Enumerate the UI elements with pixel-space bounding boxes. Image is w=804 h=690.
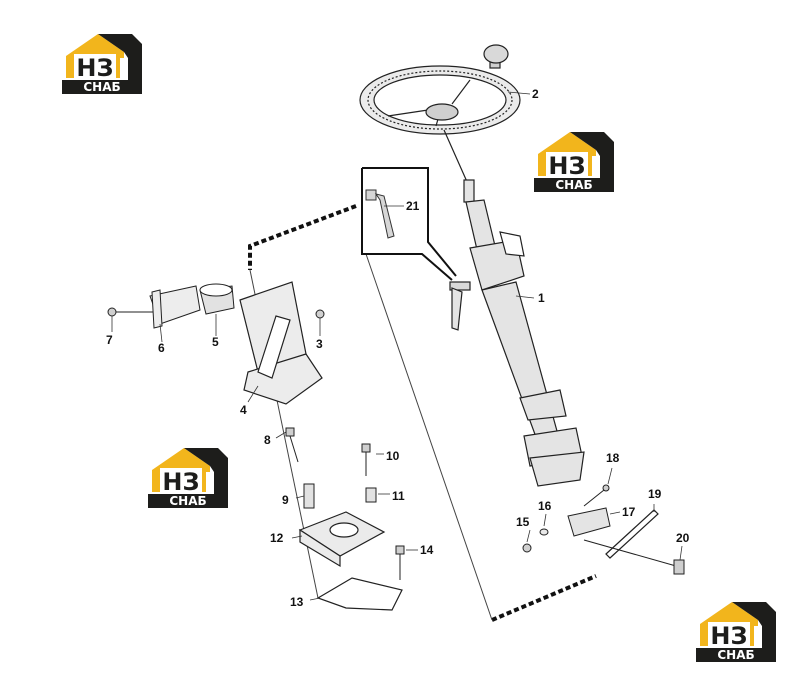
callout-3: 3 [316, 337, 323, 351]
callout-6: 6 [158, 341, 165, 355]
callout-12: 12 [270, 531, 284, 545]
callout-7: 7 [106, 333, 113, 347]
brand-logo-bottom-right: НЗ СНАБ [696, 602, 776, 662]
part-7-bolt [107, 307, 160, 317]
part-18-bolt [583, 484, 610, 507]
svg-text:СНАБ: СНАБ [169, 494, 206, 508]
callout-13: 13 [290, 595, 304, 609]
part-3-nut [315, 309, 325, 319]
callout-15: 15 [516, 515, 530, 529]
part-21-lever-detail [365, 189, 395, 239]
svg-text:НЗ: НЗ [710, 622, 747, 650]
callout-18: 18 [606, 451, 620, 465]
part-12-flange [298, 511, 386, 568]
svg-text:СНАБ: СНАБ [717, 648, 754, 662]
callout-20: 20 [676, 531, 690, 545]
callout-2: 2 [532, 87, 539, 101]
part-6-bracket [149, 285, 201, 329]
part-11-sleeve [365, 487, 377, 503]
brand-logo-center-right: НЗ СНАБ [534, 132, 614, 192]
callout-21: 21 [406, 199, 420, 213]
callout-4: 4 [240, 403, 247, 417]
part-4-mounting-bracket [239, 281, 323, 405]
part-1-steering-column [449, 179, 585, 487]
callout-1: 1 [538, 291, 545, 305]
callout-9: 9 [282, 493, 289, 507]
callout-19: 19 [648, 487, 662, 501]
assembly-dashed-outline [248, 204, 597, 622]
leader-lines [111, 91, 683, 601]
part-15-nut [522, 543, 532, 553]
brand-logo-top-left: НЗ СНАБ [62, 34, 142, 94]
callout-labels: 1 2 3 4 5 6 7 8 9 10 11 12 13 14 15 16 1… [106, 87, 690, 609]
callout-11: 11 [392, 489, 405, 503]
part-2-steering-wheel [359, 44, 521, 185]
callout-14: 14 [420, 543, 434, 557]
svg-text:СНАБ: СНАБ [83, 80, 120, 94]
svg-text:СНАБ: СНАБ [555, 178, 592, 192]
brand-logo-center-left: НЗ СНАБ [148, 448, 228, 508]
part-16-washer [539, 528, 549, 536]
callout-10: 10 [386, 449, 400, 463]
part-20-bolt [583, 539, 685, 575]
svg-text:НЗ: НЗ [548, 152, 585, 180]
part-9-sleeve [303, 483, 315, 509]
callout-16: 16 [538, 499, 552, 513]
svg-text:НЗ: НЗ [76, 54, 113, 82]
part-19-rod [605, 509, 659, 559]
part-10-bolt [361, 443, 371, 476]
callout-17: 17 [622, 505, 636, 519]
detail-box-lever [361, 167, 457, 281]
callout-8: 8 [264, 433, 271, 447]
part-14-bolt [395, 545, 405, 580]
callout-5: 5 [212, 335, 219, 349]
svg-text:НЗ: НЗ [162, 468, 199, 496]
part-17-yoke [567, 507, 611, 537]
part-13-gasket [316, 577, 403, 611]
part-8-bolt [285, 427, 299, 463]
part-5-bushing [199, 283, 235, 315]
